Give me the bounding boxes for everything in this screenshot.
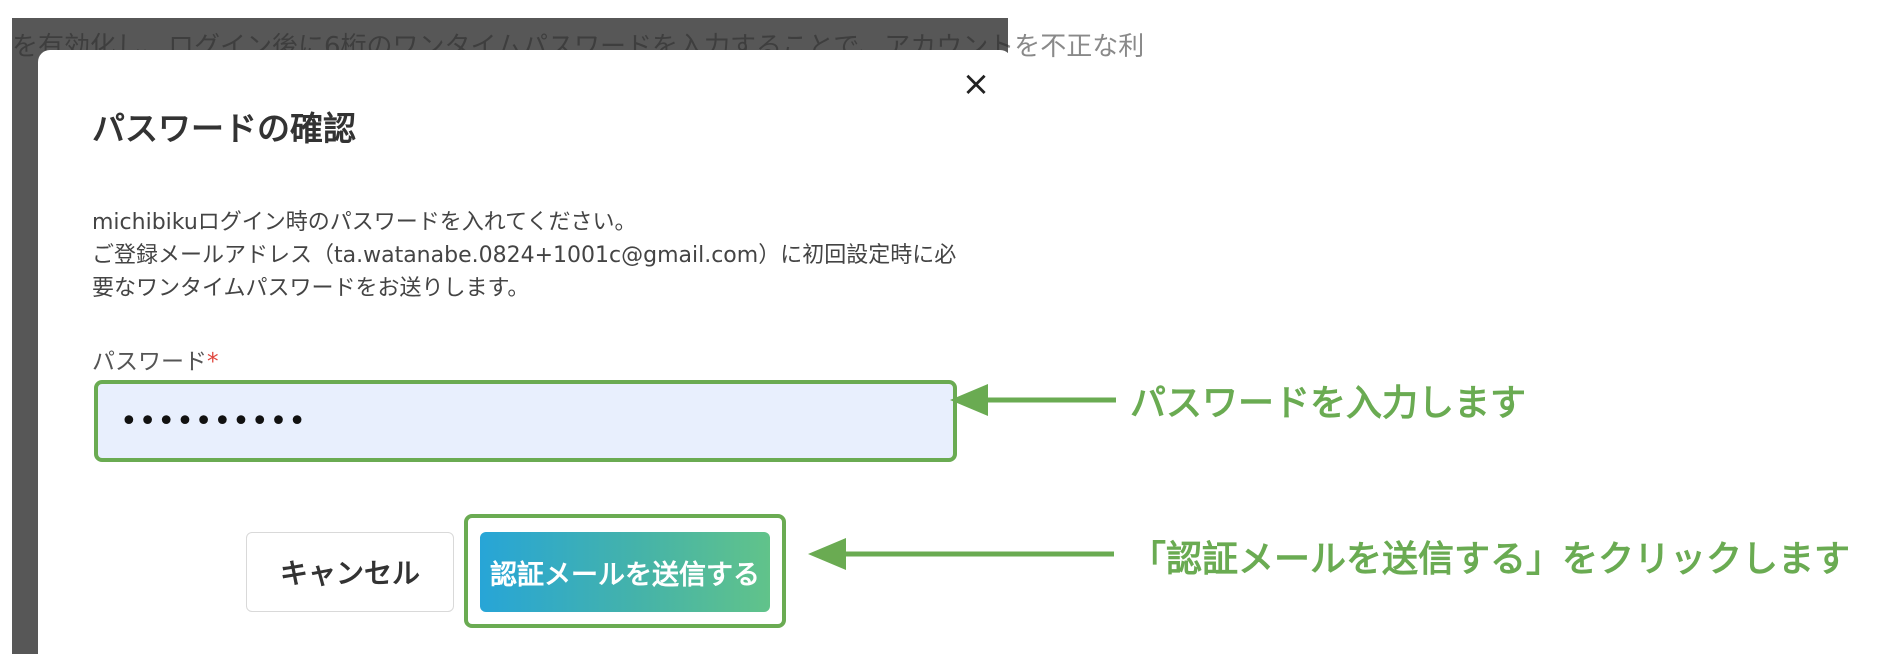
password-label: パスワード*: [92, 342, 219, 376]
close-icon[interactable]: ×: [961, 64, 991, 104]
arrow-left-icon: [950, 384, 1116, 416]
dialog-description: michibikuログイン時のパスワードを入れてください。 ご登録メールアドレス…: [92, 206, 972, 305]
submit-annotation: 「認証メールを送信する」をクリックします: [1130, 539, 1851, 580]
password-input[interactable]: [94, 380, 957, 462]
arrow-left-icon: [808, 538, 1114, 570]
password-label-text: パスワード: [92, 349, 207, 375]
screenshot-area: を有効化し、ログイン後に6桁のワンタイムパスワードを入力することで、アカウントを…: [12, 18, 1144, 668]
send-auth-email-button[interactable]: 認証メールを送信する: [480, 532, 770, 612]
description-line: ご登録メールアドレス（ta.watanabe.0824+1001c@gmail.…: [92, 243, 957, 268]
password-annotation: パスワードを入力します: [1130, 383, 1527, 424]
submit-button-highlight: [464, 514, 786, 628]
description-line: 要なワンタイムパスワードをお送りします。: [92, 276, 530, 301]
password-confirm-dialog: × パスワードの確認 michibikuログイン時のパスワードを入れてください。…: [38, 50, 1012, 668]
required-mark: *: [207, 349, 219, 375]
dialog-title: パスワードの確認: [92, 109, 356, 148]
description-line: michibikuログイン時のパスワードを入れてください。: [92, 210, 637, 235]
cancel-button[interactable]: キャンセル: [246, 532, 454, 612]
